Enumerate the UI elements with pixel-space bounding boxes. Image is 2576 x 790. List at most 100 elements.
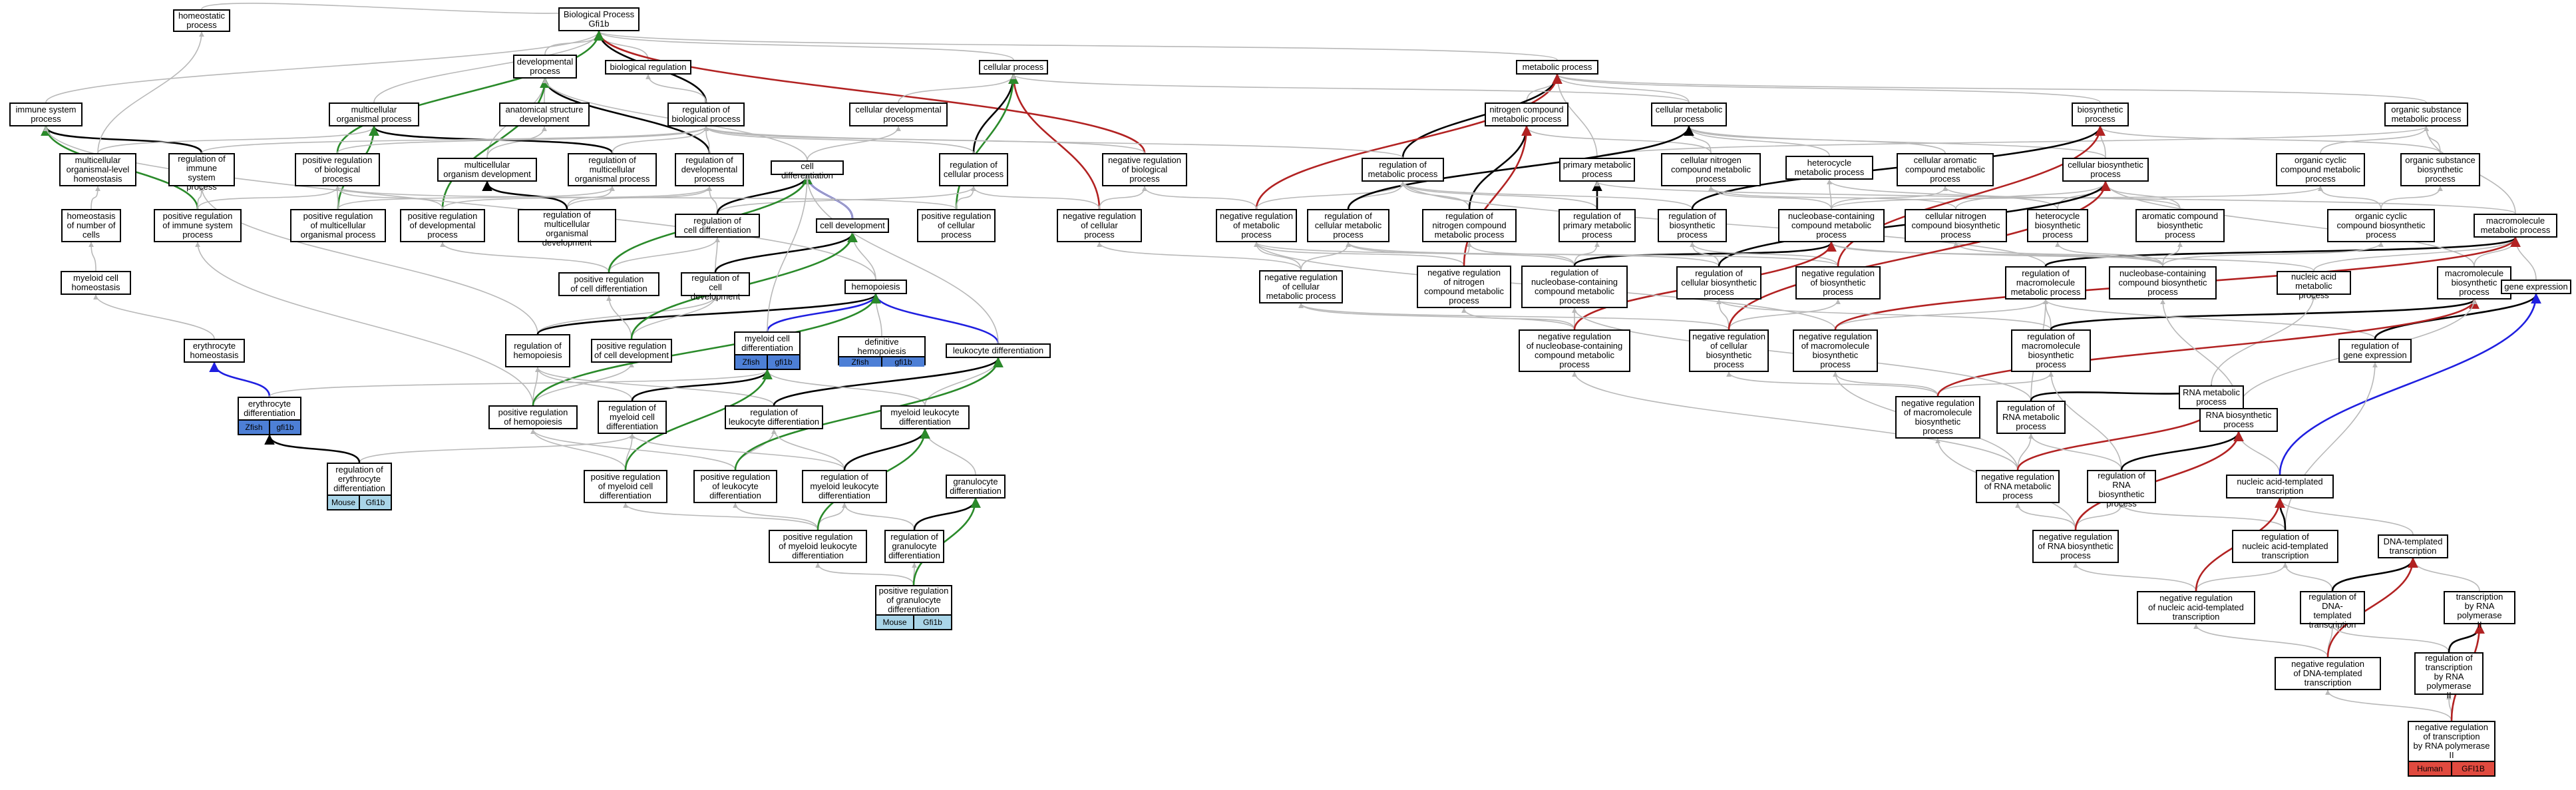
go-term-posregmulti[interactable]: positive regulation of multicellular org…: [290, 209, 386, 242]
go-term-regmyeloiddiff[interactable]: regulation of myeloid cell differentiati…: [598, 401, 667, 434]
go-term-celldev[interactable]: cell development: [816, 218, 889, 233]
go-term-regmyeloidleuk[interactable]: regulation of myeloid leukocyte differen…: [802, 470, 887, 503]
go-term-regmultidev[interactable]: regulation of multicellular organismal d…: [518, 209, 616, 248]
go-term-negregmet[interactable]: negative regulation of metabolic process: [1216, 209, 1297, 242]
go-term-posregcelldev[interactable]: positive regulation of cell development: [591, 339, 672, 363]
go-term-regdev[interactable]: regulation of developmental process: [675, 153, 744, 186]
go-term-ncmp[interactable]: nitrogen compound metabolic process: [1485, 102, 1568, 126]
go-term-posreggranulo[interactable]: positive regulation of granulocyte diffe…: [875, 585, 952, 630]
go-term-rnabio[interactable]: RNA biosynthetic process: [2199, 408, 2278, 432]
go-term-immune[interactable]: immune system process: [9, 102, 83, 126]
go-term-negregrnabio[interactable]: negative regulation of RNA biosynthetic …: [2032, 530, 2119, 563]
go-term-posregbio[interactable]: positive regulation of biological proces…: [295, 153, 380, 186]
go-term-orgcyclic[interactable]: organic cyclic compound metabolic proces…: [2276, 153, 2365, 186]
go-term-regdnatx[interactable]: regulation of DNA-templated transcriptio…: [2300, 591, 2365, 630]
go-term-geneexpr[interactable]: gene expression: [2501, 280, 2571, 294]
go-term-posregcelldiff[interactable]: positive regulation of cell differentiat…: [558, 272, 659, 296]
go-term-regcelldiff[interactable]: regulation of cell differentiation: [675, 214, 760, 238]
go-term-regmet[interactable]: regulation of metabolic process: [1362, 158, 1444, 182]
go-term-homeostatic[interactable]: homeostatic process: [173, 9, 230, 32]
go-term-regrnamet[interactable]: regulation of RNA metabolic process: [1996, 401, 2066, 434]
go-term-macrobio[interactable]: macromolecule biosynthetic process: [2437, 266, 2511, 299]
go-term-myeloidhomeo[interactable]: myeloid cell homeostasis: [61, 271, 131, 295]
go-term-cellncbio[interactable]: cellular nitrogen compound biosynthetic …: [1905, 209, 2007, 242]
go-term-regnbcmp[interactable]: regulation of nucleobase-containing comp…: [1521, 266, 1628, 308]
go-term-cellular[interactable]: cellular process: [979, 60, 1048, 75]
go-term-multiorgdev[interactable]: multicellular organism development: [437, 158, 537, 182]
go-term-posregcell[interactable]: positive regulation of cellular process: [917, 209, 996, 242]
go-term-primmet[interactable]: primary metabolic process: [1559, 158, 1635, 182]
go-term-celldevproc[interactable]: cellular developmental process: [849, 102, 948, 126]
go-term-negregbiosyn[interactable]: negative regulation of biosynthetic proc…: [1795, 266, 1881, 299]
go-term-regmacromet[interactable]: regulation of macromolecule metabolic pr…: [2005, 266, 2086, 299]
go-term-negregcellbio[interactable]: negative regulation of cellular biosynth…: [1689, 329, 1769, 372]
go-term-homeocells[interactable]: homeostasis of number of cells: [61, 209, 121, 242]
go-term-posregleuk[interactable]: positive regulation of leukocyte differe…: [693, 470, 777, 503]
go-term-regmultiorg[interactable]: regulation of multicellular organismal p…: [568, 153, 657, 186]
go-term-cellarom[interactable]: cellular aromatic compound metabolic pro…: [1897, 153, 1994, 186]
go-term-regleukdiff[interactable]: regulation of leukocyte differentiation: [725, 405, 823, 429]
go-term-macromet[interactable]: macromolecule metabolic process: [2474, 214, 2557, 238]
go-term-leukdiff[interactable]: leukocyte differentiation: [946, 343, 1051, 358]
go-term-heteromet[interactable]: heterocycle metabolic process: [1785, 156, 1873, 180]
go-term-cellncmp[interactable]: cellular nitrogen compound metabolic pro…: [1661, 153, 1761, 186]
go-term-negregmacrobio[interactable]: negative regulation of macromolecule bio…: [1895, 396, 1980, 439]
go-term-txpol2[interactable]: transcription by RNA polymerase II: [2444, 591, 2515, 630]
go-term-negregbio[interactable]: negative regulation of biological proces…: [1102, 153, 1187, 186]
go-term-negregmacromet[interactable]: negative regulation of macromolecule bio…: [1793, 329, 1878, 372]
go-term-regrnabio[interactable]: regulation of RNA biosynthetic process: [2087, 470, 2156, 508]
go-term-negregnbcmp[interactable]: negative regulation of nucleobase-contai…: [1519, 329, 1630, 372]
go-term-multiorg[interactable]: multicellular organismal process: [329, 102, 419, 126]
go-term-celldiff[interactable]: cell differentiation: [771, 160, 844, 180]
go-term-mlohomeo[interactable]: multicellular organismal-level homeostas…: [59, 153, 136, 186]
go-term-regerythdiff[interactable]: regulation of erythrocyte differentiatio…: [327, 463, 392, 510]
go-term-cellmet[interactable]: cellular metabolic process: [1651, 102, 1727, 126]
go-term-regcelldev[interactable]: regulation of cell development: [681, 272, 750, 301]
go-term-nbcmp[interactable]: nucleobase-containing compound metabolic…: [1778, 209, 1885, 242]
go-term-orgsubmet[interactable]: organic substance metabolic process: [2384, 102, 2468, 126]
go-term-arombio[interactable]: aromatic compound biosynthetic process: [2135, 209, 2225, 242]
go-term-heterobio[interactable]: heterocycle biosynthetic process: [2027, 209, 2088, 242]
go-term-bioreg[interactable]: biological regulation: [605, 60, 691, 75]
go-term-nucacidtx[interactable]: nucleic acid-templated transcription: [2226, 475, 2334, 498]
go-term-regnucacidtx[interactable]: regulation of nucleic acid-templated tra…: [2232, 530, 2338, 563]
go-term-biosyn[interactable]: biosynthetic process: [2072, 102, 2129, 126]
go-term-hemopoiesis[interactable]: hemopoiesis: [844, 280, 907, 294]
go-term-regcellproc[interactable]: regulation of cellular process: [939, 153, 1008, 186]
go-term-rnamet[interactable]: RNA metabolic process: [2179, 385, 2244, 409]
go-term-orgsubbio[interactable]: organic substance biosynthetic process: [2400, 153, 2480, 186]
go-term-nbcbio[interactable]: nucleobase-containing compound biosynthe…: [2109, 266, 2217, 299]
go-term-posreghemo[interactable]: positive regulation of hemopoiesis: [488, 405, 578, 429]
go-term-negregrnamet[interactable]: negative regulation of RNA metabolic pro…: [1976, 470, 2060, 503]
go-term-regncmp[interactable]: regulation of nitrogen compound metaboli…: [1422, 209, 1517, 242]
go-term-anatstruct[interactable]: anatomical structure development: [499, 102, 590, 126]
go-term-negregnucacidtx[interactable]: negative regulation of nucleic acid-temp…: [2137, 591, 2255, 624]
go-term-erythhomeo[interactable]: erythrocyte homeostasis: [184, 339, 245, 363]
go-term-metabolic[interactable]: metabolic process: [1516, 60, 1598, 75]
go-term-dnatx[interactable]: DNA-templated transcription: [2378, 534, 2448, 558]
go-term-regimmune[interactable]: regulation of immune system process: [168, 153, 235, 192]
go-term-nucacid[interactable]: nucleic acid metabolic process: [2277, 271, 2351, 300]
go-term-negregncmp[interactable]: negative regulation of nitrogen compound…: [1417, 266, 1511, 308]
go-term-cellbiosyn[interactable]: cellular biosynthetic process: [2062, 158, 2149, 182]
go-term-negregdnatx[interactable]: negative regulation of DNA-templated tra…: [2275, 657, 2381, 690]
go-term-regtxpol2[interactable]: regulation of transcription by RNA polym…: [2414, 652, 2484, 700]
go-term-regprimmet[interactable]: regulation of primary metabolic process: [1559, 209, 1636, 242]
go-term-reghemo[interactable]: regulation of hemopoiesis: [505, 334, 570, 367]
go-term-orgcycbio[interactable]: organic cyclic compound biosynthetic pro…: [2327, 209, 2435, 242]
go-term-bp[interactable]: Biological Process Gfi1b: [558, 7, 640, 31]
go-term-negregcellmet[interactable]: negative regulation of cellular metaboli…: [1259, 270, 1343, 303]
go-term-regbiosyn[interactable]: regulation of biosynthetic process: [1658, 209, 1727, 242]
go-term-posregmyeloidleuk[interactable]: positive regulation of myeloid leukocyte…: [769, 530, 867, 563]
go-term-granulodiff[interactable]: granulocyte differentiation: [946, 475, 1006, 498]
go-term-reggranulo[interactable]: regulation of granulocyte differentiatio…: [884, 530, 944, 563]
go-term-regbio[interactable]: regulation of biological process: [667, 102, 745, 126]
go-term-posregmyeloid[interactable]: positive regulation of myeloid cell diff…: [584, 470, 667, 503]
go-term-regcellmet[interactable]: regulation of cellular metabolic process: [1307, 209, 1389, 242]
go-term-regcellbio[interactable]: regulation of cellular biosynthetic proc…: [1676, 266, 1761, 299]
go-term-reggeneexpr[interactable]: regulation of gene expression: [2338, 339, 2412, 363]
go-term-regmacrobio[interactable]: regulation of macromolecule biosynthetic…: [2011, 329, 2091, 372]
